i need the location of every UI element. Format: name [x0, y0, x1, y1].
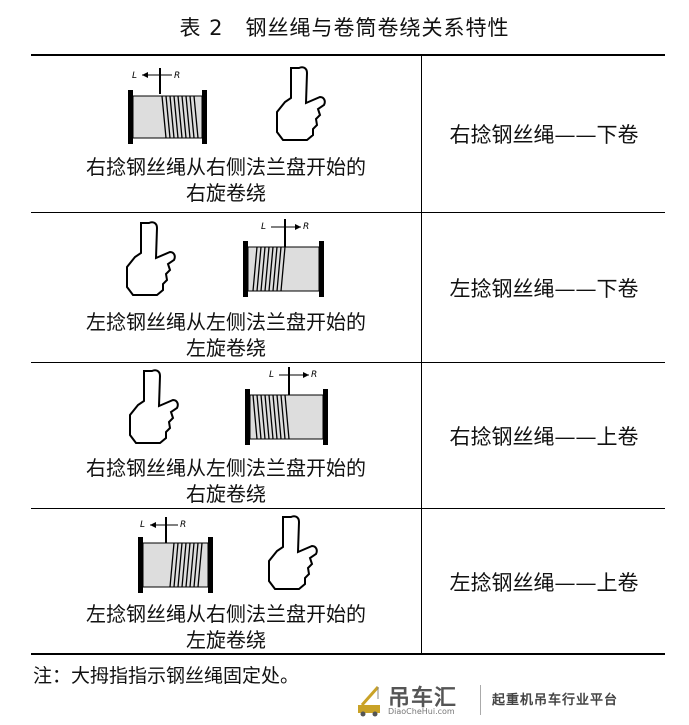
R-label: R	[174, 71, 180, 81]
result-cell: 左捻钢丝绳——上卷	[449, 570, 639, 595]
table-row: L R 右捻钢丝绳从右侧法兰盘开始的 右旋卷绕 右捻钢丝绳——下卷	[31, 56, 665, 212]
table-row: L R 左捻钢丝绳从左侧法兰盘开始的 左旋卷绕 左捻钢丝绳——下卷	[31, 212, 665, 363]
pointing-hand-icon	[268, 515, 318, 590]
watermark-slogan: 起重机吊车行业平台	[492, 693, 619, 708]
pointing-hand-icon	[129, 369, 179, 444]
pointing-hand-icon	[126, 221, 176, 296]
L-label: L	[132, 71, 137, 81]
result-cell: 右捻钢丝绳——上卷	[449, 425, 639, 449]
drum-figure: L R	[243, 219, 324, 297]
table-title: 表 2 钢丝绳与卷筒卷绕关系特性	[179, 16, 510, 40]
L-label: L	[261, 222, 266, 232]
column-divider	[421, 56, 422, 653]
caption-line1: 左捻钢丝绳从右侧法兰盘开始的	[86, 602, 366, 626]
caption-line1: 右捻钢丝绳从右侧法兰盘开始的	[86, 155, 366, 179]
drum-figure: L R	[128, 68, 207, 144]
R-label: R	[311, 370, 317, 380]
figure-cell: L R 右捻钢丝绳从左侧法兰盘开始的 右旋卷绕	[31, 363, 421, 509]
caption-line2: 右旋卷绕	[186, 181, 266, 205]
caption-line1: 左捻钢丝绳从左侧法兰盘开始的	[86, 310, 366, 334]
R-label: R	[303, 222, 309, 232]
watermark-url: DiaoCheHui.com	[388, 707, 455, 716]
L-label: L	[140, 520, 145, 530]
pointing-hand-icon	[276, 66, 326, 141]
caption-line2: 左旋卷绕	[186, 628, 266, 652]
drum-figure: L R	[138, 517, 213, 593]
figure-cell: L R 左捻钢丝绳从右侧法兰盘开始的 左旋卷绕	[31, 509, 421, 654]
divider	[480, 685, 481, 715]
figure-cell: L R 右捻钢丝绳从右侧法兰盘开始的 右旋卷绕	[31, 56, 421, 212]
result-cell: 左捻钢丝绳——下卷	[449, 277, 639, 301]
watermark-logo: 吊车汇 DiaoCheHui.com 起重机吊车行业平台	[352, 679, 672, 721]
R-label: R	[180, 520, 186, 530]
drum-figure: L R	[245, 367, 328, 445]
winding-table: L R 右捻钢丝绳从右侧法兰盘开始的 右旋卷绕 右捻钢丝绳——下卷	[31, 54, 665, 655]
watermark-name: 吊车汇	[388, 686, 458, 711]
crane-icon	[358, 686, 380, 717]
table-row: L R 左捻钢丝绳从右侧法兰盘开始的 左旋卷绕 左捻钢丝绳——上卷	[31, 508, 665, 654]
table-note: 注：大拇指指示钢丝绳固定处。	[33, 665, 300, 687]
caption-line1: 右捻钢丝绳从左侧法兰盘开始的	[86, 456, 366, 480]
figure-cell: L R 左捻钢丝绳从左侧法兰盘开始的 左旋卷绕	[31, 213, 421, 363]
result-cell: 右捻钢丝绳——下卷	[449, 123, 639, 147]
L-label: L	[269, 370, 274, 380]
caption-line2: 左旋卷绕	[186, 336, 266, 360]
caption-line2: 右旋卷绕	[186, 482, 266, 506]
table-row: L R 右捻钢丝绳从左侧法兰盘开始的 右旋卷绕 右捻钢丝绳——上卷	[31, 362, 665, 509]
